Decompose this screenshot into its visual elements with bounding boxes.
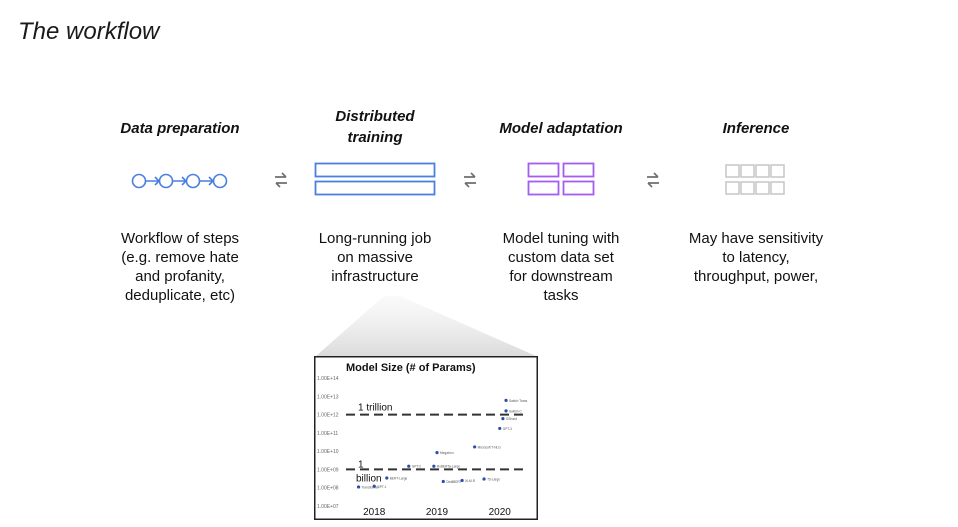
y-tick-label: 1.00E+09 xyxy=(317,467,339,473)
x-tick-label: 2019 xyxy=(426,507,449,518)
y-tick-label: 1.00E+12 xyxy=(317,413,339,419)
chart-title: Model Size (# of Params) xyxy=(346,362,476,374)
y-tick-label: 1.00E+11 xyxy=(317,431,338,437)
data-point-label: XLM-R xyxy=(465,479,476,483)
step-title: Distributed training xyxy=(335,108,415,146)
swap-arrows-icon xyxy=(464,172,476,188)
data-point xyxy=(435,451,439,455)
y-tick-label: 1.00E+13 xyxy=(317,394,339,400)
step-description: Workflow of steps (e.g. remove hate and … xyxy=(120,230,240,304)
x-tick-label: 2020 xyxy=(489,507,512,518)
step-data-preparation-title: Data preparation xyxy=(100,118,260,139)
step-title: Inference xyxy=(722,120,790,137)
x-tick-label: 2018 xyxy=(363,507,386,518)
step-description: May have sensitivity to latency, through… xyxy=(688,230,824,285)
reference-line-label: billion xyxy=(356,473,382,484)
data-point xyxy=(473,445,477,449)
data-point xyxy=(498,426,502,431)
stacked-bars-icon xyxy=(314,162,436,196)
data-point xyxy=(407,464,411,468)
page-title: The workflow xyxy=(18,18,160,45)
grid-4x2-icon xyxy=(725,164,785,195)
data-point xyxy=(501,417,505,421)
data-point xyxy=(460,478,464,483)
data-point-label: Switch-C xyxy=(509,409,522,413)
data-point-label: Microsoft T-NLG xyxy=(478,445,502,449)
y-tick-label: 1.00E+10 xyxy=(317,449,339,455)
step-description: Model tuning with custom data set for do… xyxy=(502,230,620,304)
reference-line-label: 1 trillion xyxy=(358,403,392,414)
data-point-label: DistilBERT xyxy=(446,480,461,484)
model-size-chart: Model Size (# of Params) 1.00E+07 1.00E+0… xyxy=(314,356,538,520)
data-point xyxy=(385,476,389,480)
data-point xyxy=(504,398,508,402)
pipeline-nodes-icon xyxy=(131,173,228,189)
swap-arrows-icon xyxy=(275,172,287,188)
y-tick-label: 1.00E+07 xyxy=(317,504,339,510)
reference-line-label: 1 xyxy=(358,459,364,470)
step-title: Data preparation xyxy=(120,120,240,137)
swap-arrows-icon xyxy=(647,172,659,188)
data-point xyxy=(372,484,376,488)
data-point-label: Transformer xyxy=(362,485,380,489)
data-point-label: Switch Trans xyxy=(509,399,528,403)
data-point-label: BERT-Large xyxy=(390,476,408,480)
data-point-label: T5-Large xyxy=(487,477,500,481)
data-point xyxy=(504,409,508,413)
step-title: Model adaptation xyxy=(499,120,623,137)
data-point-label: GPT-3 xyxy=(503,427,512,431)
chart-frame xyxy=(314,356,538,520)
data-point-label: Megatron xyxy=(440,451,454,455)
data-point xyxy=(441,479,445,484)
data-point xyxy=(482,477,486,481)
y-tick-label: 1.00E+08 xyxy=(317,486,339,492)
step-description: Long-running job on massive infrastructu… xyxy=(318,230,432,285)
grid-2x2-icon xyxy=(527,162,595,196)
data-point-label: GPT-1 xyxy=(377,485,386,489)
y-tick-label: 1.00E+14 xyxy=(317,376,339,382)
data-point-label: GShard xyxy=(506,417,517,421)
data-point xyxy=(356,485,361,489)
data-point-label: RoBERTa-Large xyxy=(437,465,460,469)
data-point-label: GPT-2 xyxy=(412,465,421,469)
data-point xyxy=(432,464,436,468)
